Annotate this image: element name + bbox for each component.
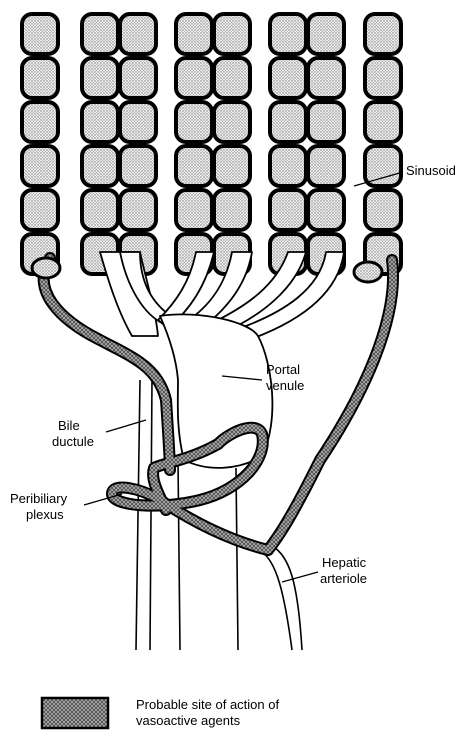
- cell-column-5: [214, 14, 250, 274]
- legend: Probable site of action of vasoactive ag…: [42, 697, 279, 728]
- cell-column-7: [308, 14, 344, 274]
- label-hepatic-arteriole: Hepatic arteriole: [282, 555, 367, 586]
- cell-column-8: [365, 14, 401, 274]
- bile-ductule-label-line2: ductule: [52, 434, 94, 449]
- legend-text-line1: Probable site of action of: [136, 697, 279, 712]
- cell-column-1: [22, 14, 58, 274]
- cell-column-2: [82, 14, 118, 274]
- bile-ductule-label-line1: Bile: [58, 418, 80, 433]
- cell-column-3: [120, 14, 156, 274]
- hepatic-arteriole: [262, 546, 302, 650]
- hepatic-arteriole-label-line2: arteriole: [320, 571, 367, 586]
- sinusoid-label: Sinusoid: [406, 163, 456, 178]
- peribiliary-plexus-label-line1: Peribiliary: [10, 491, 68, 506]
- hepatic-arteriole-label-line1: Hepatic: [322, 555, 367, 570]
- legend-swatch: [42, 698, 108, 728]
- cell-column-6: [270, 14, 306, 274]
- cell-column-4: [176, 14, 212, 274]
- peribiliary-plexus-label-line2: plexus: [26, 507, 64, 522]
- portal-venule-label-line1: Portal: [266, 362, 300, 377]
- hepatocyte-plates: [22, 14, 401, 274]
- portal-venule-label-line2: venule: [266, 378, 304, 393]
- label-peribiliary-plexus: Peribiliary plexus: [10, 491, 122, 522]
- legend-text-line2: vasoactive agents: [136, 713, 241, 728]
- label-bile-ductule: Bile ductule: [52, 418, 146, 449]
